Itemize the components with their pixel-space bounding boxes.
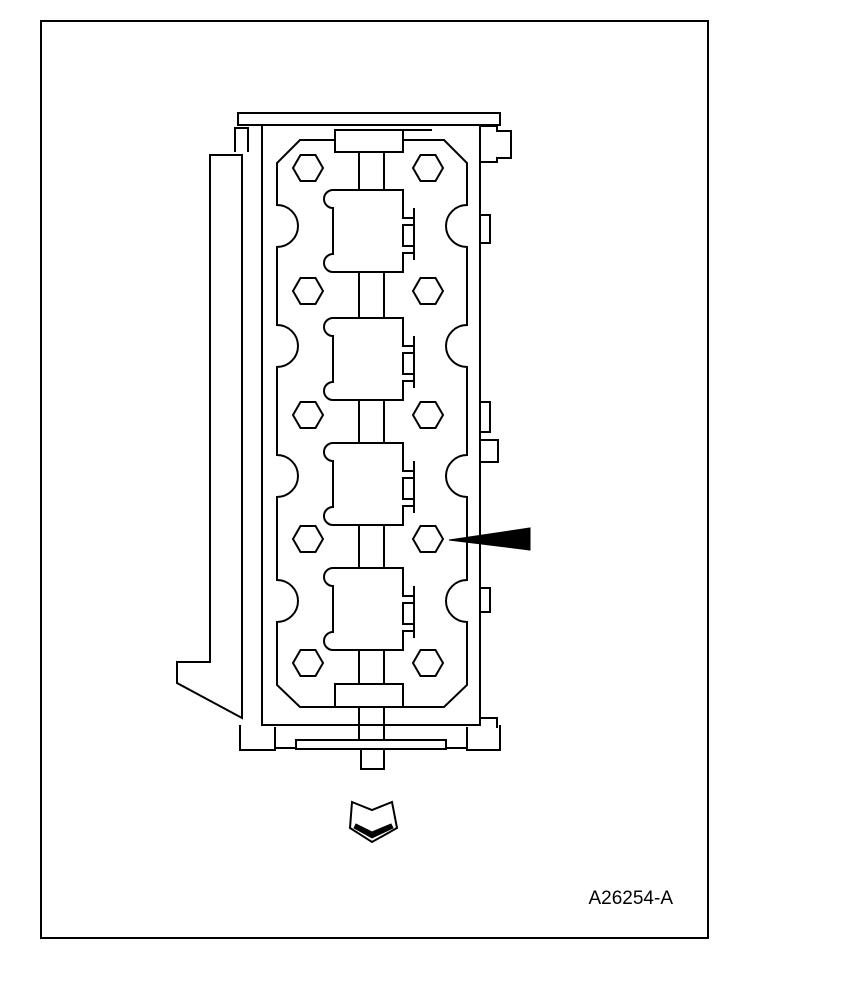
left-bracket bbox=[176, 154, 243, 720]
indicator-arrow bbox=[448, 527, 531, 551]
bolt-left-2 bbox=[291, 277, 325, 305]
chevron-inner bbox=[353, 823, 394, 839]
bearing-cap-1 bbox=[323, 189, 415, 273]
right-tab-3 bbox=[479, 439, 499, 463]
right-tab-top bbox=[480, 125, 512, 163]
cam-pulley bbox=[295, 739, 447, 750]
bolt-right-3 bbox=[411, 401, 445, 429]
bottom-flange bbox=[239, 725, 501, 751]
bearing-cap-2 bbox=[323, 317, 415, 401]
bolt-left-4 bbox=[291, 525, 325, 553]
top-end-block bbox=[334, 129, 404, 153]
inner-head-outline bbox=[276, 139, 468, 708]
diagram-frame bbox=[40, 20, 709, 939]
right-tab-4 bbox=[480, 587, 491, 613]
right-tab-1 bbox=[480, 214, 491, 244]
bolt-right-2 bbox=[411, 277, 445, 305]
bolt-right-1 bbox=[411, 154, 445, 182]
reference-code: A26254-A bbox=[588, 888, 673, 909]
bolt-group bbox=[291, 154, 445, 677]
bearing-caps bbox=[323, 189, 415, 651]
bolt-left-1 bbox=[291, 154, 325, 182]
bolt-right-5 bbox=[411, 649, 445, 677]
cam-stub bbox=[360, 748, 385, 770]
bolt-left-5 bbox=[291, 649, 325, 677]
top-flange bbox=[237, 112, 501, 126]
chevron-down-icon bbox=[348, 800, 399, 844]
bolt-left-3 bbox=[291, 401, 325, 429]
bearing-cap-4 bbox=[323, 567, 415, 651]
bearing-cap-3 bbox=[323, 442, 415, 526]
right-tab-2 bbox=[480, 401, 491, 433]
bottom-end-block bbox=[334, 683, 404, 708]
left-bracket-tab bbox=[234, 127, 249, 152]
right-tab-bottom bbox=[480, 717, 498, 728]
bolt-right-4 bbox=[411, 525, 445, 553]
